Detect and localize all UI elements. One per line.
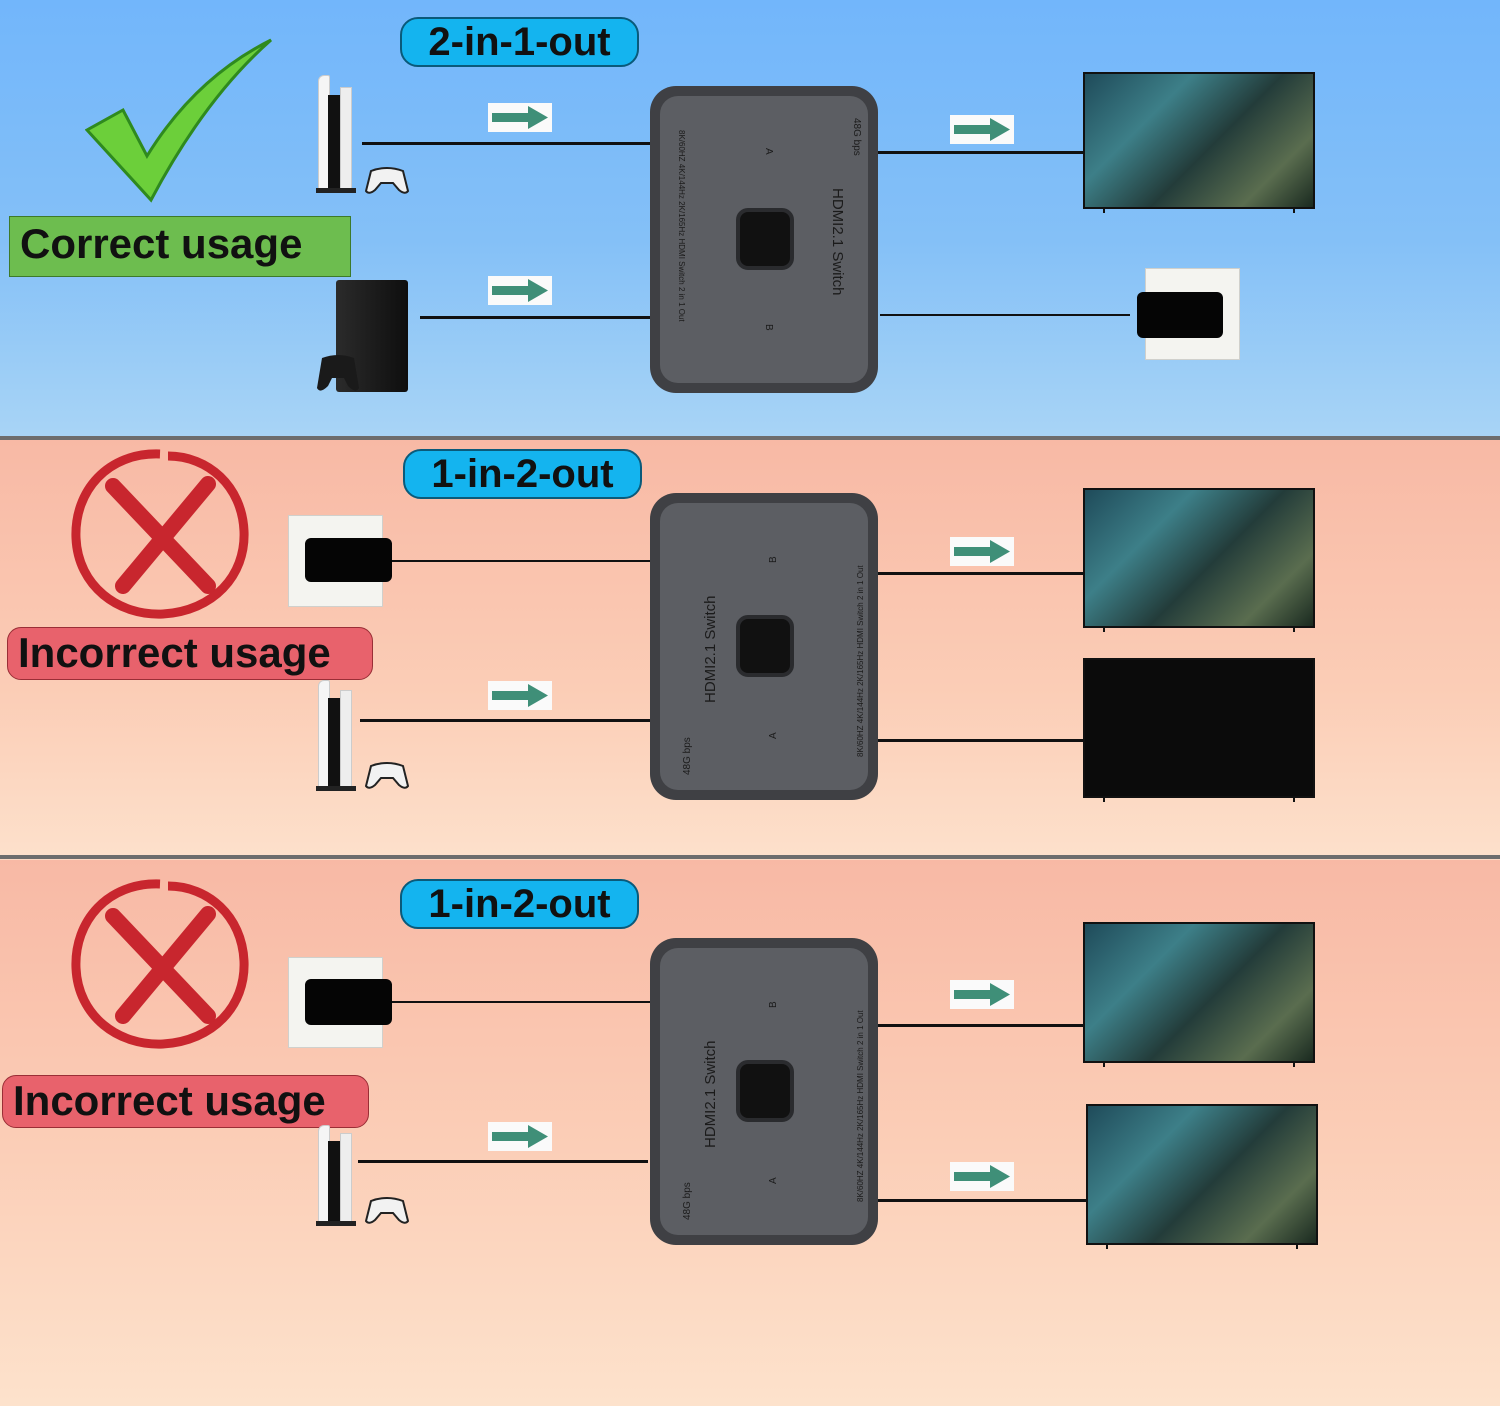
arrow-right-icon	[950, 115, 1014, 144]
arrow-right-icon	[488, 276, 552, 305]
switch-title: HDMI2.1 Switch	[702, 1040, 719, 1148]
tv-display	[1083, 488, 1315, 632]
hdmi-cable	[878, 151, 1083, 154]
switch-title: HDMI2.1 Switch	[829, 188, 846, 296]
port-b-label: B	[768, 556, 779, 563]
hdmi-cable	[360, 719, 650, 722]
xbox-controller-icon	[316, 350, 360, 395]
switch-bandwidth: 48G bps	[682, 737, 693, 775]
port-a-label: A	[763, 148, 774, 155]
checkmark-icon	[85, 38, 272, 203]
usage-label: Incorrect usage	[2, 1075, 369, 1128]
port-b-label: B	[763, 324, 774, 331]
power-cable	[880, 314, 1130, 316]
ps5-controller-icon	[365, 165, 409, 195]
power-adapter-icon	[1137, 292, 1223, 338]
tv-display	[1083, 922, 1315, 1067]
arrow-right-icon	[950, 1162, 1014, 1191]
power-adapter-icon	[305, 979, 392, 1025]
port-a-label: A	[768, 1177, 779, 1184]
usage-label: Correct usage	[9, 216, 351, 277]
tv-display-off	[1083, 658, 1315, 802]
switch-specs: 8K/60HZ 4K/144Hz 2K/165Hz HDMI Switch 2 …	[856, 1010, 865, 1202]
hdmi-cable	[878, 1199, 1086, 1202]
hdmi-cable	[878, 572, 1083, 575]
switch-button[interactable]	[736, 208, 794, 270]
switch-specs: 8K/60HZ 4K/144Hz 2K/165Hz HDMI Switch 2 …	[856, 565, 865, 757]
hdmi-cable	[420, 316, 650, 319]
power-cable	[392, 1001, 650, 1003]
arrow-right-icon	[950, 537, 1014, 566]
hdmi-switch: HDMI2.1 Switch 48G bps 8K/60HZ 4K/144Hz …	[650, 86, 878, 393]
ps5-controller-icon	[365, 760, 409, 790]
arrow-right-icon	[488, 681, 552, 710]
incorrect-usage-panel: Incorrect usage 1-in-2-out HDMI2.1 Switc…	[0, 860, 1500, 1406]
mode-pill: 1-in-2-out	[400, 879, 639, 929]
arrow-right-icon	[488, 103, 552, 132]
power-cable	[392, 560, 650, 562]
tv-display	[1086, 1104, 1318, 1249]
hdmi-switch: HDMI2.1 Switch 48G bps 8K/60HZ 4K/144Hz …	[650, 493, 878, 800]
switch-button[interactable]	[736, 1060, 794, 1122]
hdmi-switch: HDMI2.1 Switch 48G bps 8K/60HZ 4K/144Hz …	[650, 938, 878, 1245]
hdmi-cable	[362, 142, 650, 145]
ps5-console-icon	[316, 75, 356, 195]
ps5-console-icon	[316, 1125, 356, 1227]
mode-pill: 1-in-2-out	[403, 449, 642, 499]
mode-pill: 2-in-1-out	[400, 17, 639, 67]
switch-button[interactable]	[736, 615, 794, 677]
port-b-label: B	[768, 1001, 779, 1008]
switch-title: HDMI2.1 Switch	[702, 595, 719, 703]
switch-bandwidth: 48G bps	[682, 1182, 693, 1220]
ps5-console-icon	[316, 680, 356, 792]
arrow-right-icon	[950, 980, 1014, 1009]
x-circle-icon	[68, 876, 253, 1051]
hdmi-cable	[878, 739, 1083, 742]
ps5-controller-icon	[365, 1195, 409, 1225]
power-adapter-icon	[305, 538, 392, 582]
arrow-right-icon	[488, 1122, 552, 1151]
usage-label: Incorrect usage	[7, 627, 373, 680]
x-circle-icon	[68, 446, 253, 621]
tv-display	[1083, 72, 1315, 213]
correct-usage-panel: Correct usage 2-in-1-out HDMI2.1 Switch …	[0, 0, 1500, 436]
incorrect-usage-panel: Incorrect usage 1-in-2-out HDMI2.1 Switc…	[0, 440, 1500, 855]
divider	[0, 855, 1500, 859]
hdmi-cable	[358, 1160, 648, 1163]
switch-specs: 8K/60HZ 4K/144Hz 2K/165Hz HDMI Switch 2 …	[677, 130, 686, 322]
hdmi-cable	[878, 1024, 1083, 1027]
switch-bandwidth: 48G bps	[851, 118, 862, 156]
divider	[0, 436, 1500, 440]
port-a-label: A	[768, 732, 779, 739]
